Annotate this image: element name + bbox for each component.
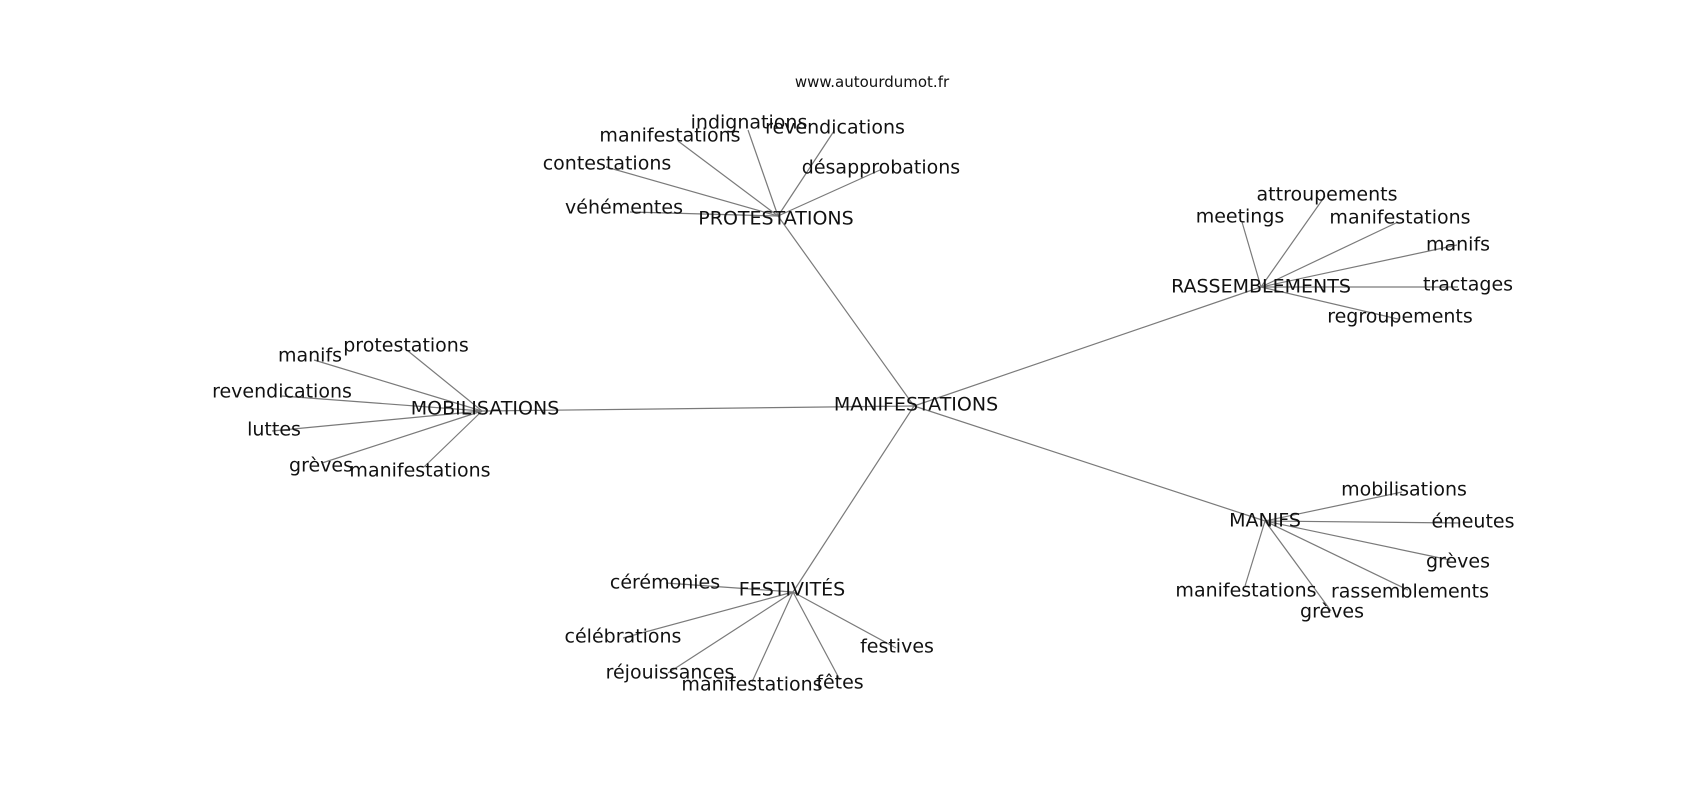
leaf-edge (1260, 286, 1399, 320)
leaf-edge (792, 591, 841, 681)
leaf-node: manifestations (1329, 206, 1471, 229)
leaf-node: célébrations (564, 625, 682, 648)
leaf-node: revendications (765, 116, 905, 139)
leaf-node: mobilisations (1341, 478, 1467, 501)
leaf-node: grèves (1426, 550, 1490, 573)
leaf-node: rassemblements (1330, 580, 1490, 603)
leaf-node: véhémentes (565, 196, 683, 219)
leaf-edge (1264, 491, 1403, 522)
leaf-node: festives (860, 635, 934, 658)
leaf-edge (321, 410, 483, 464)
leaf-edge (792, 591, 897, 649)
leaf-edge (1260, 221, 1399, 288)
leaf-node: revendications (212, 380, 352, 403)
leaf-node: regroupements (1327, 305, 1473, 328)
leaf-edge (1241, 221, 1262, 288)
group-node-rassemblements: RASSEMBLEMENTS (1171, 275, 1351, 298)
leaf-edge (407, 350, 483, 412)
leaf-edge (313, 359, 483, 412)
group-node-manifs: MANIFS (1229, 509, 1301, 532)
group-node-protestations: PROTESTATIONS (698, 207, 854, 230)
root-edge (792, 405, 915, 593)
leaf-edge (271, 410, 483, 432)
root-edge (913, 286, 1262, 407)
leaf-edge (777, 169, 881, 217)
leaf-node: manifs (1425, 233, 1491, 256)
leaf-edge (1264, 520, 1332, 612)
leaf-edge (1244, 520, 1266, 587)
leaf-node: attroupements (1256, 183, 1398, 206)
leaf-node: manifs (277, 344, 343, 367)
leaf-edge (747, 129, 779, 217)
leaf-node: manifestations (681, 673, 823, 696)
leaf-node: indignations (690, 111, 808, 134)
leaf-edge (777, 130, 835, 217)
root-edge (913, 405, 1266, 522)
leaf-node: réjouissances (605, 661, 735, 684)
group-node-festivites: FESTIVITÉS (738, 578, 846, 601)
leaf-node: manifestations (599, 124, 741, 147)
leaf-edge (622, 591, 794, 639)
leaf-node: manifestations (349, 459, 491, 482)
leaf-edge (423, 410, 483, 468)
leaf-node: contestations (542, 152, 672, 175)
leaf-edge (1260, 195, 1326, 288)
source-credit: www.autourdumot.fr (794, 73, 950, 91)
leaf-edge (1264, 520, 1409, 591)
root-edge (481, 405, 915, 412)
leaf-edge (629, 211, 779, 217)
leaf-edge (751, 591, 794, 683)
root-edge (777, 215, 915, 407)
leaf-edge (665, 582, 794, 593)
leaf-node: luttes (247, 418, 301, 441)
leaf-edge (1264, 520, 1451, 561)
leaf-edge (677, 140, 779, 217)
group-node-mobilisations: MOBILISATIONS (410, 397, 560, 420)
leaf-node: fêtes (816, 671, 864, 694)
leaf-edge (281, 395, 483, 412)
leaf-edge (1260, 244, 1458, 288)
leaf-node: grèves (1300, 600, 1364, 623)
leaf-edge (1264, 520, 1461, 524)
leaf-node: tractages (1422, 273, 1514, 296)
root-node: MANIFESTATIONS (833, 393, 999, 416)
leaf-node: meetings (1195, 205, 1285, 228)
leaf-node: grèves (289, 454, 353, 477)
leaf-edge (605, 166, 779, 217)
leaf-node: cérémonies (609, 571, 721, 594)
leaf-node: émeutes (1431, 510, 1515, 533)
leaf-node: manifestations (1175, 579, 1317, 602)
leaf-edge (667, 591, 794, 674)
leaf-node: protestations (343, 334, 469, 357)
leaf-node: désapprobations (801, 156, 961, 179)
